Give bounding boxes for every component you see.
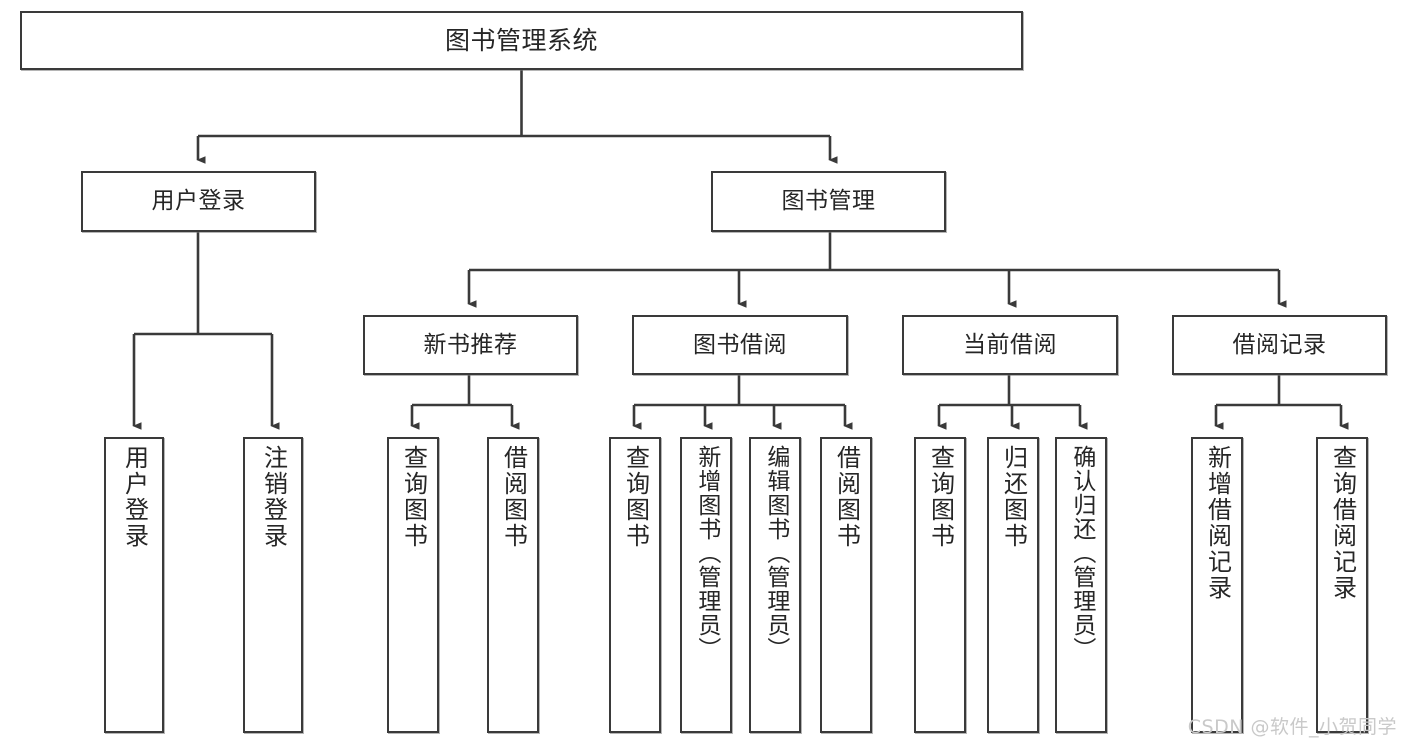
leaf-query-book-borrow[interactable]: 查询图书 — [609, 437, 661, 733]
node-label: 用户登录 — [151, 188, 246, 215]
node-label: 注销登录 — [259, 445, 288, 549]
leaf-add-book-admin[interactable]: 新增图书（管理员） — [680, 437, 732, 733]
node-label: 查询图书 — [926, 445, 955, 549]
node-label: 归还图书 — [999, 445, 1028, 549]
leaf-query-book-recommend[interactable]: 查询图书 — [387, 437, 439, 733]
node-book-management[interactable]: 图书管理 — [711, 171, 946, 232]
node-label: 新书推荐 — [423, 331, 518, 358]
leaf-query-book-current[interactable]: 查询图书 — [914, 437, 966, 733]
node-label: 借阅记录 — [1232, 331, 1327, 358]
node-label: 借阅图书 — [832, 445, 861, 549]
node-root-system[interactable]: 图书管理系统 — [20, 11, 1023, 70]
node-current-borrow[interactable]: 当前借阅 — [902, 315, 1118, 375]
node-label: 编辑图书（管理员） — [762, 445, 789, 661]
node-label: 图书借阅 — [693, 331, 787, 358]
node-label: 用户登录 — [120, 445, 149, 549]
csdn-watermark: CSDN @软件_小贺同学 — [1187, 716, 1397, 738]
leaf-confirm-return-admin[interactable]: 确认归还（管理员） — [1055, 437, 1107, 733]
node-label: 查询图书 — [399, 445, 428, 549]
leaf-borrow-book-recommend[interactable]: 借阅图书 — [487, 437, 539, 733]
node-book-borrow[interactable]: 图书借阅 — [632, 315, 848, 375]
leaf-query-borrow-record[interactable]: 查询借阅记录 — [1316, 437, 1368, 733]
node-label: 新增借阅记录 — [1203, 445, 1232, 601]
node-label: 图书管理 — [781, 188, 876, 215]
leaf-edit-book-admin[interactable]: 编辑图书（管理员） — [749, 437, 801, 733]
node-new-book-recommend[interactable]: 新书推荐 — [363, 315, 578, 375]
leaf-add-borrow-record[interactable]: 新增借阅记录 — [1191, 437, 1243, 733]
node-label: 新增图书（管理员） — [693, 445, 720, 661]
leaf-logout-login[interactable]: 注销登录 — [243, 437, 303, 733]
node-label: 当前借阅 — [963, 331, 1057, 358]
node-label: 借阅图书 — [499, 445, 528, 549]
leaf-user-login[interactable]: 用户登录 — [104, 437, 164, 733]
node-label: 确认归还（管理员） — [1068, 445, 1095, 661]
node-label: 图书管理系统 — [444, 26, 598, 55]
node-borrow-record[interactable]: 借阅记录 — [1172, 315, 1387, 375]
node-user-login[interactable]: 用户登录 — [81, 171, 316, 232]
node-label: 查询借阅记录 — [1328, 445, 1357, 601]
leaf-borrow-book[interactable]: 借阅图书 — [820, 437, 872, 733]
leaf-return-book[interactable]: 归还图书 — [987, 437, 1039, 733]
node-label: 查询图书 — [621, 445, 650, 549]
